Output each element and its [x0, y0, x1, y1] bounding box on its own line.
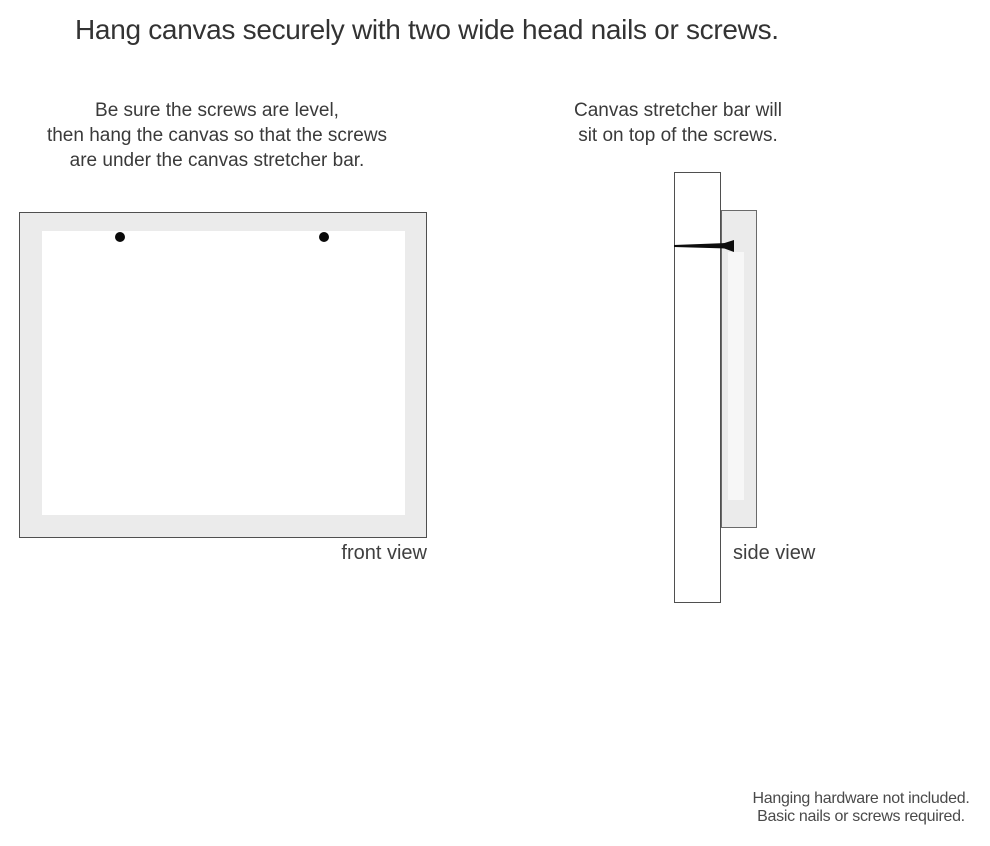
- footer-line: Hanging hardware not included.: [752, 790, 970, 807]
- front-view-canvas-frame: [19, 212, 427, 538]
- screw-dot-left: [115, 232, 125, 242]
- nail-icon: [674, 240, 734, 252]
- side-view-canvas-inner-face: [728, 252, 744, 500]
- instruction-line: sit on top of the screws.: [578, 125, 778, 146]
- side-view-label: side view: [733, 542, 816, 564]
- instruction-side-view: Canvas stretcher bar will sit on top of …: [528, 98, 828, 148]
- side-view-canvas-bar: [721, 210, 757, 528]
- front-view-label: front view: [341, 542, 427, 564]
- footer-note: Hanging hardware not included. Basic nai…: [731, 790, 990, 826]
- instruction-front-view: Be sure the screws are level, then hang …: [17, 98, 417, 173]
- footer-line: Basic nails or screws required.: [757, 808, 965, 825]
- instruction-line: then hang the canvas so that the screws: [46, 125, 388, 146]
- instruction-line: Be sure the screws are level,: [95, 100, 339, 121]
- instruction-line: are under the canvas stretcher bar.: [69, 150, 365, 171]
- front-view-canvas-face: [42, 231, 405, 515]
- instruction-line: Canvas stretcher bar will: [573, 100, 783, 121]
- screw-dot-right: [319, 232, 329, 242]
- page-title: Hang canvas securely with two wide head …: [75, 14, 779, 45]
